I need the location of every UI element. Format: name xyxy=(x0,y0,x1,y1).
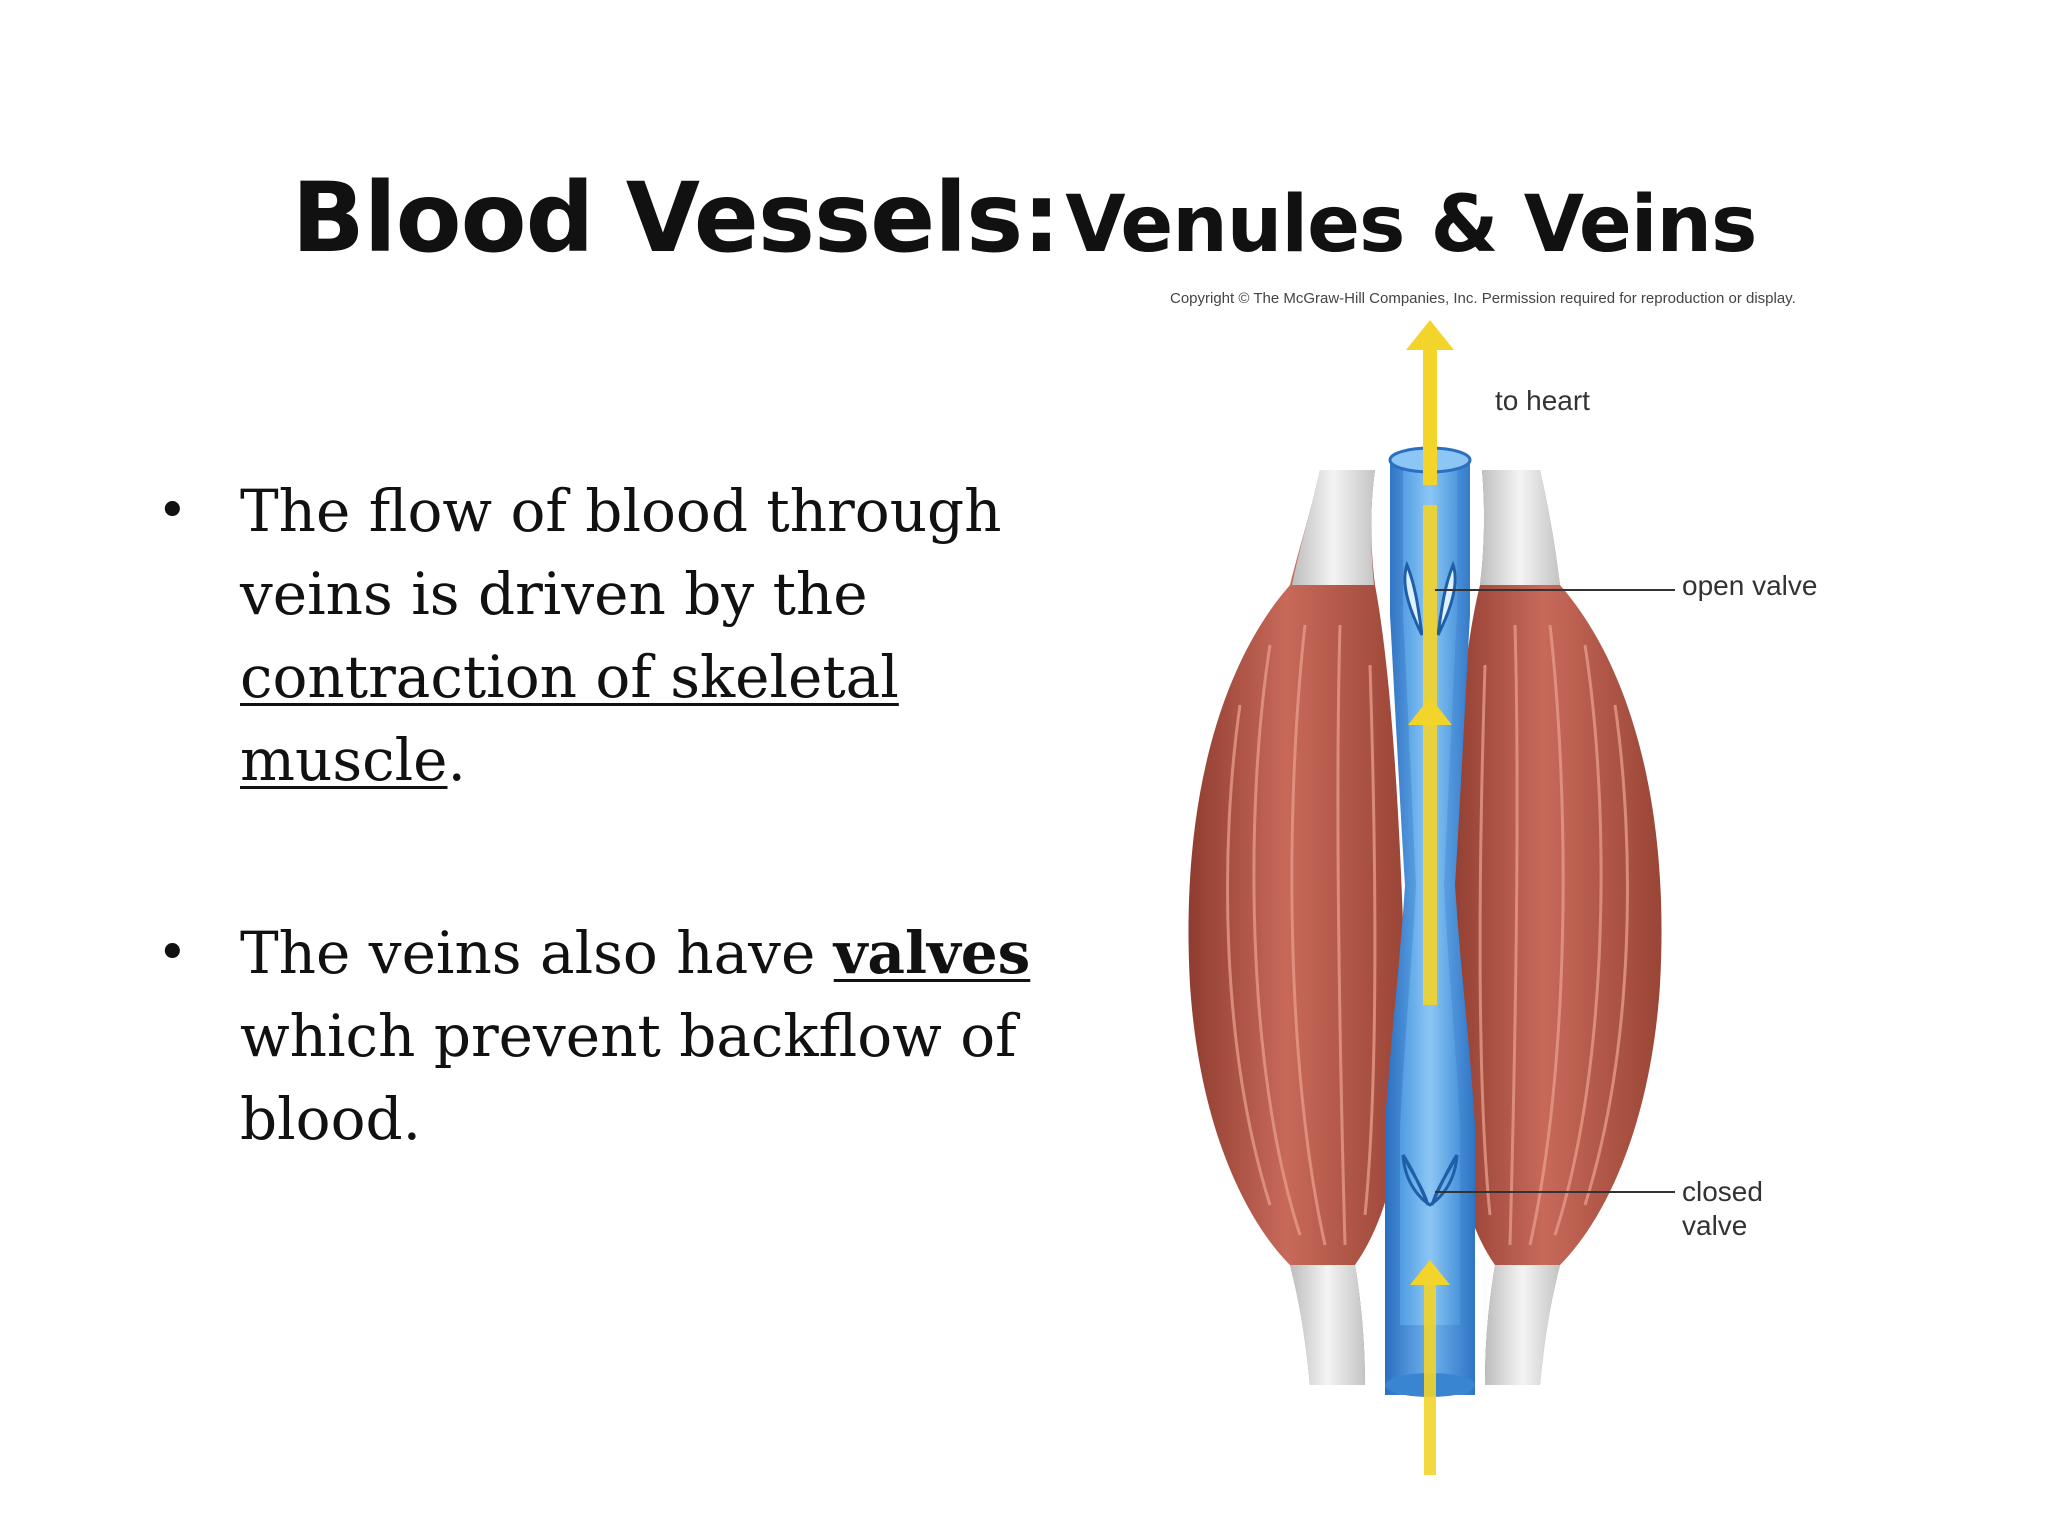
bullet-text: The veins also have xyxy=(240,919,834,987)
blood-flow-arrows xyxy=(1406,320,1454,1475)
open-valve xyxy=(1403,560,1457,636)
right-muscle xyxy=(1447,470,1662,1385)
label-closed-valve-line1: closed xyxy=(1682,1176,1763,1207)
bullet-text: The flow of blood through veins is drive… xyxy=(240,477,1002,628)
bullet-item: • The flow of blood through veins is dri… xyxy=(150,470,1050,802)
label-closed-valve: closed valve xyxy=(1682,1175,1763,1243)
closed-valve xyxy=(1401,1154,1459,1207)
vein-muscle-illustration xyxy=(1188,320,1675,1475)
copyright-notice: Copyright © The McGraw-Hill Companies, I… xyxy=(1170,290,1796,307)
arrow-bottom-head xyxy=(1410,1260,1450,1285)
leader-lines xyxy=(1435,589,1675,1193)
label-open-valve: open valve xyxy=(1682,570,1818,601)
label-closed-valve-line2: valve xyxy=(1682,1210,1748,1241)
bullet-list: • The flow of blood through veins is dri… xyxy=(150,470,1050,1161)
bullet-emphasis: valves xyxy=(833,919,1031,987)
left-muscle xyxy=(1188,470,1406,1385)
slide-title: Blood Vessels: Venules & Veins xyxy=(0,170,2048,266)
title-main: Blood Vessels: xyxy=(291,162,1061,274)
title-sub: Venules & Veins xyxy=(1065,180,1757,270)
vein-muscle-figure: Copyright © The McGraw-Hill Companies, I… xyxy=(1160,285,1900,1485)
label-to-heart: to heart xyxy=(1495,385,1590,416)
bullet-emphasis: contraction of skeletal muscle xyxy=(240,643,899,794)
bullet-text-tail: which prevent backflow of blood. xyxy=(240,1002,1017,1153)
bullet-dot-icon: • xyxy=(157,481,188,541)
arrow-mid-shaft xyxy=(1423,505,1437,1005)
arrow-to-heart-shaft xyxy=(1423,345,1437,485)
arrow-to-heart-head xyxy=(1406,320,1454,350)
arrow-bottom-shaft xyxy=(1424,1275,1436,1475)
bullet-dot-icon: • xyxy=(157,923,188,983)
arrow-mid-head xyxy=(1408,697,1452,725)
bullet-item: • The veins also have valves which preve… xyxy=(150,912,1050,1161)
bullet-text-tail: . xyxy=(447,726,466,794)
